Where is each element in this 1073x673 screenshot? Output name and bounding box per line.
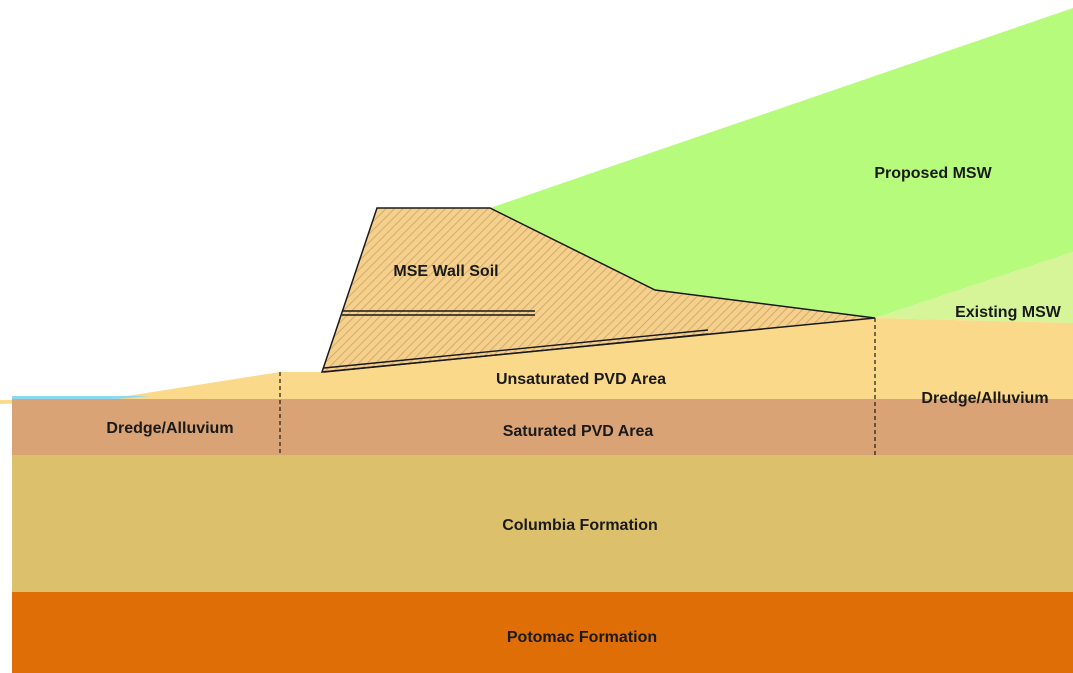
columbia-formation-layer xyxy=(12,455,1073,592)
dredge-alluvium-layer xyxy=(12,399,1073,455)
label-columbia-formation: Columbia Formation xyxy=(502,517,658,534)
reinforcement-lower xyxy=(323,329,709,373)
unsaturated-zone-layer xyxy=(0,318,1073,404)
potomac-formation-layer xyxy=(12,592,1073,673)
label-existing-msw: Existing MSW xyxy=(955,304,1062,321)
label-saturated-pvd-area: Saturated PVD Area xyxy=(503,423,654,440)
label-dredge-alluvium-right: Dredge/Alluvium xyxy=(921,390,1048,407)
label-potomac-formation: Potomac Formation xyxy=(507,629,657,646)
label-dredge-alluvium-left: Dredge/Alluvium xyxy=(106,420,233,437)
label-mse-wall-soil: MSE Wall Soil xyxy=(393,263,498,280)
mse-wall-soil-block xyxy=(320,207,876,373)
reinforcement-upper xyxy=(342,310,535,316)
proposed-msw-layer xyxy=(490,8,1073,318)
label-unsaturated-pvd-area: Unsaturated PVD Area xyxy=(496,371,666,388)
label-proposed-msw: Proposed MSW xyxy=(874,165,992,182)
existing-msw-layer xyxy=(875,252,1073,323)
